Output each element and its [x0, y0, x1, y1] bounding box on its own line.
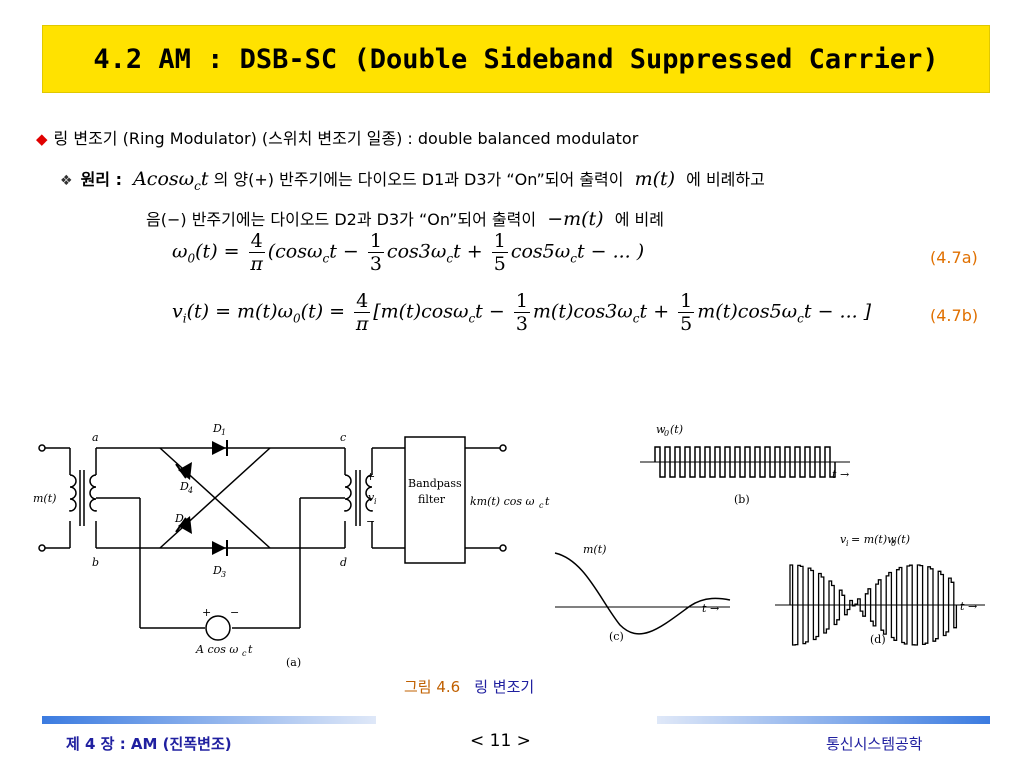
principle-line2-text: 음(−) 반주기에는 다이오드 D2과 D3가 “On”되어 출력이 — [146, 210, 537, 229]
footer-bar-left — [42, 716, 376, 724]
clover-bullet-icon: ❖ — [60, 173, 73, 189]
svg-text:i: i — [846, 539, 849, 548]
svg-text:= m(t)w: = m(t)w — [851, 533, 897, 546]
svg-text:1: 1 — [221, 428, 226, 437]
svg-text:→: → — [710, 602, 719, 615]
message-signal-mt: m(t) t → (c) — [554, 543, 731, 643]
diamond-bullet-icon: ◆ — [36, 130, 48, 148]
svg-text:t: t — [702, 602, 707, 615]
carrier-expression: Acosωct — [133, 168, 209, 193]
principle-line1-text: 의 양(+) 반주기에는 다이오드 D1과 D3가 “On”되어 출력이 — [213, 170, 624, 189]
principle-line2-tail: 에 비례 — [614, 210, 664, 229]
svg-text:km(t) cos ω: km(t) cos ω — [470, 495, 535, 508]
svg-text:v: v — [840, 533, 847, 546]
svg-text:→: → — [968, 600, 977, 613]
svg-text:D: D — [212, 564, 222, 577]
svg-text:(t): (t) — [897, 533, 910, 546]
svg-text:t: t — [832, 468, 837, 481]
svg-text:+: + — [366, 470, 375, 483]
svg-text:a: a — [92, 431, 99, 444]
svg-text:D: D — [179, 480, 189, 493]
svg-text:4: 4 — [187, 486, 193, 495]
principle-label: 원리 : — [80, 170, 122, 189]
svg-text:filter: filter — [418, 493, 446, 506]
equation-label-b: (4.7b) — [930, 306, 979, 325]
svg-text:0: 0 — [891, 539, 896, 548]
svg-text:(c): (c) — [609, 630, 624, 643]
mt-expression: m(t) — [634, 168, 676, 190]
footer-course: 통신시스템공학 — [826, 735, 923, 753]
svg-text:3: 3 — [221, 570, 226, 579]
svg-text:t: t — [545, 495, 550, 508]
svg-text:Bandpass: Bandpass — [408, 477, 462, 490]
svg-text:D: D — [174, 512, 184, 525]
square-wave-w0: w 0 (t) t → (b) — [640, 423, 850, 506]
title-bar: 4.2 AM : DSB-SC (Double Sideband Suppres… — [42, 25, 990, 93]
svg-text:0: 0 — [664, 429, 669, 438]
svg-text:→: → — [840, 468, 849, 481]
neg-mt-expression: −m(t) — [547, 208, 604, 230]
svg-text:d: d — [340, 556, 347, 569]
heading-text: 링 변조기 (Ring Modulator) (스위치 변조기 일종) : do… — [53, 129, 639, 148]
svg-text:i: i — [374, 497, 377, 506]
svg-text:A cos ω: A cos ω — [195, 643, 238, 656]
equation-label-a: (4.7a) — [930, 248, 978, 267]
heading-line: ◆ 링 변조기 (Ring Modulator) (스위치 변조기 일종) : d… — [36, 125, 638, 149]
svg-text:(d): (d) — [870, 633, 886, 646]
principle-line1-tail: 에 비례하고 — [686, 170, 765, 189]
slide-title: 4.2 AM : DSB-SC (Double Sideband Suppres… — [93, 43, 939, 75]
svg-text:−: − — [366, 515, 375, 528]
svg-text:b: b — [92, 556, 99, 569]
svg-text:(b): (b) — [734, 493, 750, 506]
svg-text:c: c — [242, 649, 247, 658]
svg-text:(t): (t) — [670, 423, 683, 436]
svg-text:v: v — [368, 491, 375, 504]
page-number: < 11 > — [470, 731, 531, 751]
svg-text:+: + — [202, 606, 211, 619]
principle-line-1: ❖ 원리 : Acosωct 의 양(+) 반주기에는 다이오드 D1과 D3가 … — [60, 166, 765, 193]
svg-text:t: t — [960, 600, 965, 613]
footer-bar-right — [657, 716, 990, 724]
svg-text:m(t): m(t) — [33, 492, 56, 505]
svg-text:D: D — [212, 422, 222, 435]
svg-text:(a): (a) — [286, 656, 301, 669]
svg-text:m(t): m(t) — [583, 543, 606, 556]
modulated-signal-vi: v i = m(t)w 0 (t) t → (d) — [775, 533, 985, 646]
ring-modulator-circuit — [38, 436, 507, 641]
svg-text:−: − — [230, 606, 239, 619]
svg-text:t: t — [248, 643, 253, 656]
svg-text:c: c — [340, 431, 346, 444]
svg-text:c: c — [539, 501, 544, 510]
svg-text:2: 2 — [182, 518, 188, 527]
footer-chapter: 제 4 장 : AM (진폭변조) — [66, 735, 232, 753]
principle-line-2: 음(−) 반주기에는 다이오드 D2과 D3가 “On”되어 출력이 −m(t)… — [146, 206, 664, 230]
svg-text:w: w — [656, 423, 666, 436]
diode-icons — [175, 440, 228, 556]
